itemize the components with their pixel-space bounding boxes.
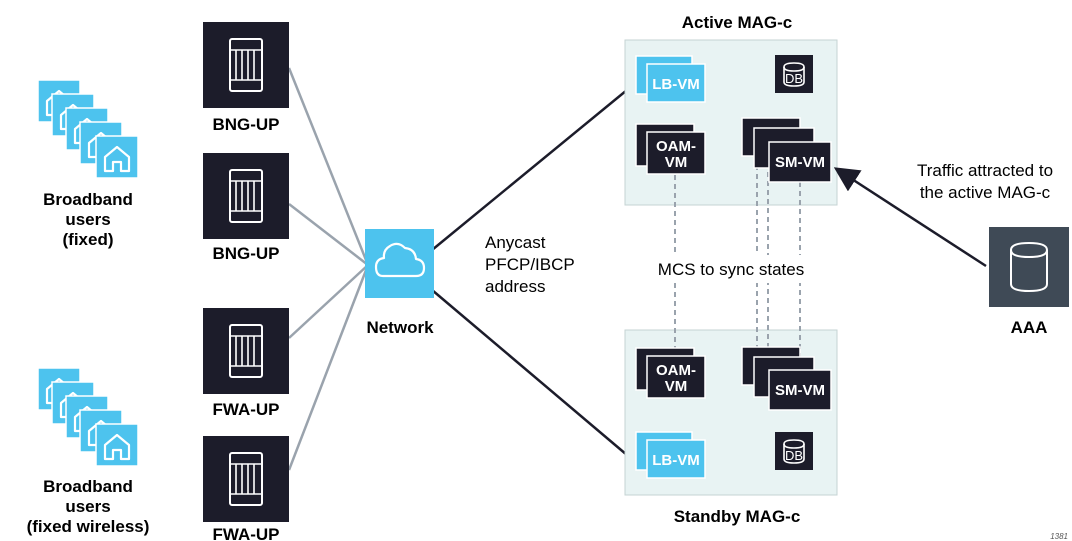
standby-oam-vm	[635, 347, 706, 399]
traffic-line2: the active MAG-c	[920, 183, 1051, 202]
broadband-wireless-icon	[36, 366, 140, 468]
network-cloud-icon	[365, 229, 434, 298]
fixed-users-line1: Broadband	[43, 190, 133, 209]
standby-db-label: DB	[785, 448, 803, 463]
active-oam-vm-line1: OAM-	[656, 138, 696, 155]
fwa-up-1-label: FWA-UP	[212, 400, 279, 419]
anycast-line3: address	[485, 277, 545, 296]
aaa-database-icon	[989, 227, 1069, 307]
traffic-arrow	[833, 167, 987, 268]
aaa-label: AAA	[1011, 318, 1048, 337]
bng-up-2-label: BNG-UP	[212, 244, 279, 263]
fwa-up-2-label: FWA-UP	[212, 525, 279, 541]
bng-up-2-icon	[202, 152, 290, 240]
bng-up-1-icon	[202, 21, 290, 109]
fixed-users-line2: users	[65, 210, 110, 229]
fwa-up-2-icon	[202, 435, 290, 523]
broadband-fixed-icon	[36, 78, 140, 180]
bng-up-1-label: BNG-UP	[212, 115, 279, 134]
up-network-links	[287, 67, 370, 471]
traffic-line1: Traffic attracted to	[917, 161, 1053, 180]
wireless-users-line1: Broadband	[43, 477, 133, 496]
active-oam-vm-line2: VM	[665, 154, 688, 171]
anycast-line1: Anycast	[485, 233, 546, 252]
active-sm-vm	[741, 117, 832, 183]
standby-oam-vm-line2: VM	[665, 378, 688, 395]
fwa-up-1-icon	[202, 307, 290, 395]
fixed-users-line3: (fixed)	[63, 230, 114, 249]
figure-id: 1381	[1050, 532, 1068, 541]
active-db-label: DB	[785, 71, 803, 86]
wireless-users-line3: (fixed wireless)	[27, 517, 150, 536]
active-lb-vm-label: LB-VM	[652, 76, 700, 93]
standby-lb-vm	[635, 431, 706, 479]
active-oam-vm	[635, 123, 706, 175]
standby-sm-vm-label: SM-VM	[775, 382, 825, 399]
network-active-link	[431, 89, 628, 251]
active-magc-title: Active MAG-c	[682, 13, 793, 32]
standby-sm-vm	[741, 346, 832, 411]
mcs-label-bg	[636, 255, 826, 283]
network-label: Network	[366, 318, 434, 337]
wireless-users-line2: users	[65, 497, 110, 516]
standby-oam-vm-line1: OAM-	[656, 362, 696, 379]
standby-magc-title: Standby MAG-c	[674, 507, 801, 526]
active-sm-vm-label: SM-VM	[775, 154, 825, 171]
standby-lb-vm-label: LB-VM	[652, 452, 700, 469]
mcs-label: MCS to sync states	[658, 260, 804, 279]
active-lb-vm	[635, 55, 706, 103]
network-standby-link	[431, 289, 628, 456]
anycast-line2: PFCP/IBCP	[485, 255, 575, 274]
